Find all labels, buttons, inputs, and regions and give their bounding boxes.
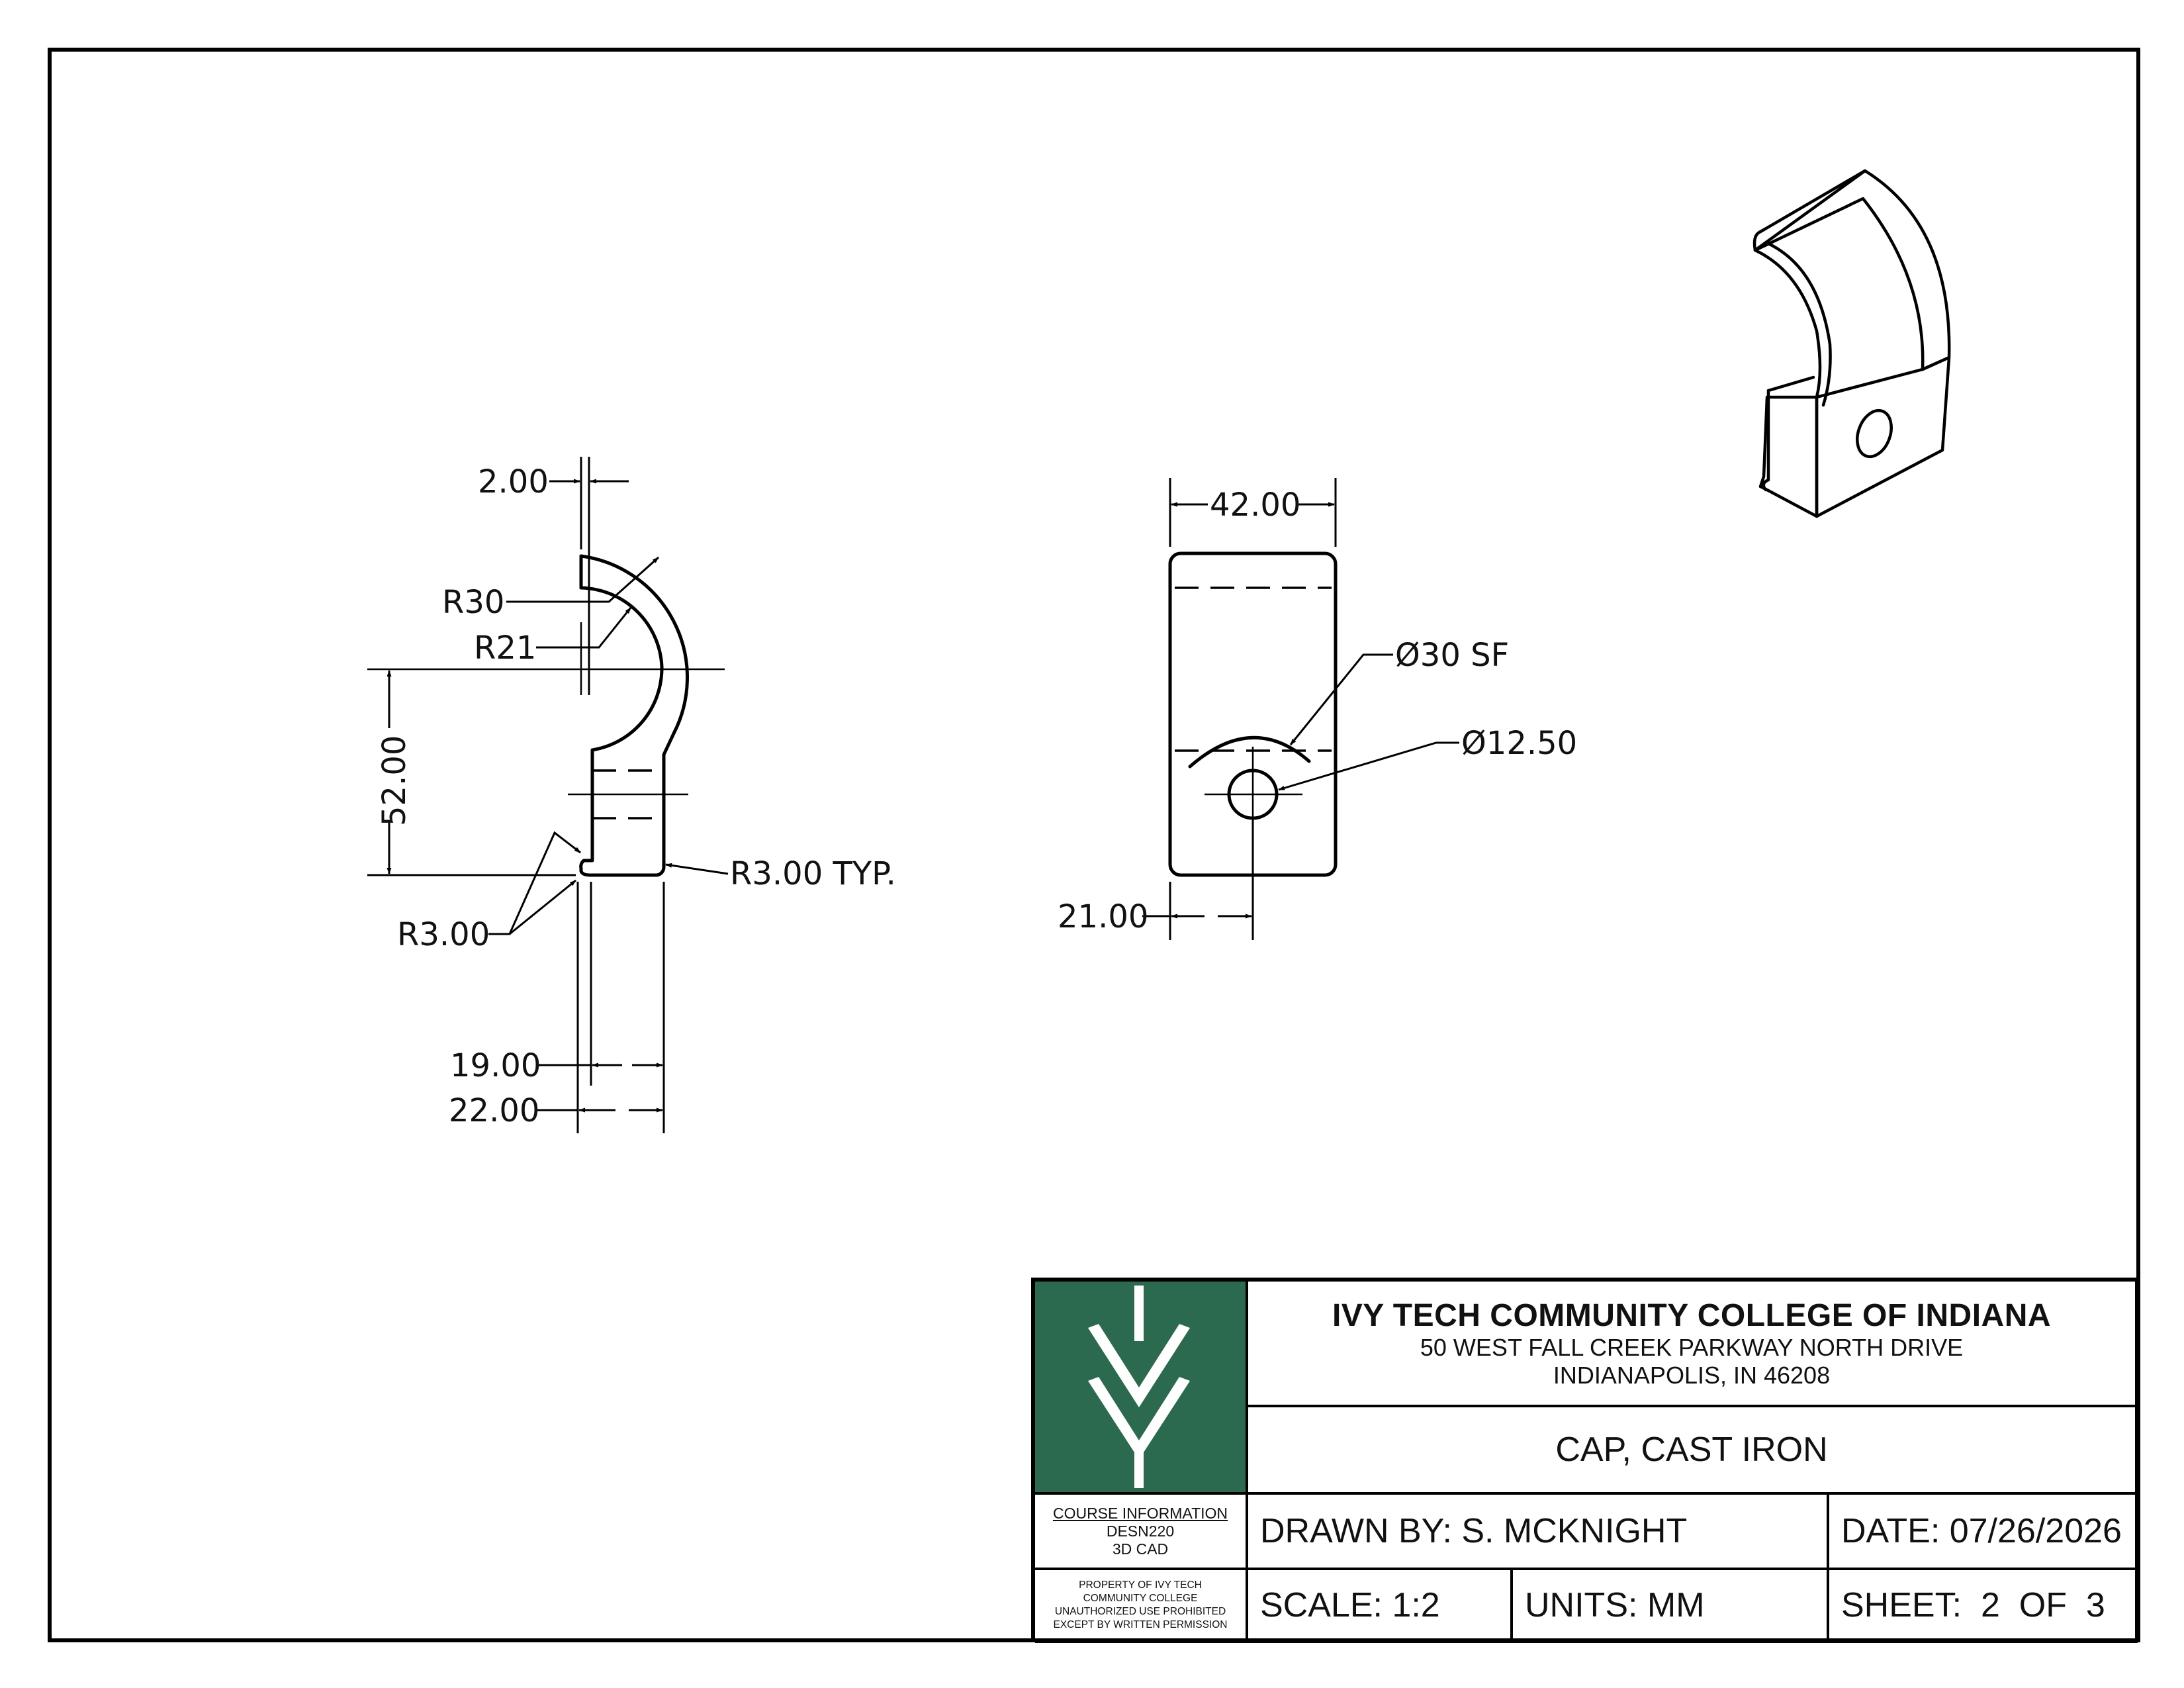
scale: SCALE: 1:2 — [1260, 1586, 1440, 1624]
dim-width: 42.00 — [1210, 487, 1300, 524]
property-line4: EXCEPT BY WRITTEN PERMISSION — [1053, 1619, 1228, 1630]
dim-r3-leader-a — [488, 831, 581, 935]
iso-inner-curve — [1753, 248, 1822, 399]
units: UNITS: MM — [1525, 1586, 1705, 1624]
dim-depth-outer: 22.00 — [449, 1092, 539, 1129]
school-address-line1: 50 WEST FALL CREEK PARKWAY NORTH DRIVE — [1420, 1333, 1964, 1361]
iso-hole — [1856, 408, 1893, 459]
part-title: CAP, CAST IRON — [1555, 1430, 1828, 1469]
front-view: 42.00 Ø30 SF Ø12.50 21.00 — [1058, 478, 1577, 940]
dim-outer-radius: R30 — [442, 584, 504, 621]
part-title-cell: CAP, CAST IRON — [1248, 1407, 2138, 1495]
dim-hole-diameter: Ø12.50 — [1461, 725, 1577, 762]
dim-spot-face-leader — [1289, 653, 1393, 745]
school-name: IVY TECH COMMUNITY COLLEGE OF INDIANA — [1332, 1297, 2052, 1333]
property-line1: PROPERTY OF IVY TECH — [1079, 1579, 1202, 1591]
title-block: IVY TECH COMMUNITY COLLEGE OF INDIANA 50… — [1031, 1278, 2138, 1643]
isometric-view — [1752, 169, 1951, 518]
school-header: IVY TECH COMMUNITY COLLEGE OF INDIANA 50… — [1248, 1282, 2138, 1407]
dim-r21-leader — [536, 607, 632, 649]
course-heading: COURSE INFORMATION — [1052, 1504, 1228, 1522]
iso-top-edge — [1752, 169, 1867, 252]
logo-panel — [1035, 1282, 1248, 1495]
side-view-outline — [579, 554, 689, 877]
dim-inner-radius: R21 — [474, 630, 536, 667]
iso-side-block — [1815, 355, 1951, 518]
dim-center-height: 52.00 — [376, 735, 413, 826]
drawn-by-cell: DRAWN BY: S. MCKNIGHT — [1248, 1495, 1829, 1570]
dim-r3-typ-leader — [665, 863, 729, 875]
iso-inner-curve-2 — [1766, 242, 1832, 407]
dim-r3-leader-b — [509, 879, 576, 935]
drawn-by: DRAWN BY: S. MCKNIGHT — [1260, 1512, 1688, 1550]
date: DATE: 07/26/2026 — [1841, 1512, 2122, 1550]
course-info-cell: COURSE INFORMATION DESN220 3D CAD — [1035, 1495, 1248, 1570]
school-address-line2: INDIANAPOLIS, IN 46208 — [1553, 1361, 1831, 1389]
iso-left-drop — [1762, 389, 1770, 492]
dim-fillet-radius: R3.00 — [397, 916, 490, 953]
date-cell: DATE: 07/26/2026 — [1829, 1495, 2138, 1570]
ivy-tech-logo-icon — [1088, 1286, 1190, 1488]
sheet-cell: SHEET: 2 OF 3 — [1829, 1570, 2138, 1643]
dim-depth-inner: 19.00 — [450, 1047, 541, 1084]
units-cell: UNITS: MM — [1513, 1570, 1829, 1643]
property-line2: COMMUNITY COLLEGE — [1083, 1593, 1198, 1604]
dim-spot-face: Ø30 SF — [1395, 637, 1509, 674]
iso-bottom-edge — [1766, 375, 1815, 393]
dim-wall-thickness: 2.00 — [478, 463, 549, 500]
property-line3: UNAUTHORIZED USE PROHIBITED — [1054, 1606, 1226, 1617]
front-view-spot-face-arc — [1188, 735, 1311, 769]
course-code: DESN220 — [1106, 1522, 1175, 1540]
dim-r30-leader — [506, 556, 659, 603]
dim-hole-offset: 21.00 — [1058, 898, 1148, 935]
property-notice-cell: PROPERTY OF IVY TECH COMMUNITY COLLEGE U… — [1035, 1570, 1248, 1643]
side-view: 2.00 R30 R21 52.00 R3.00 TYP. R3.00 19.0… — [367, 457, 896, 1133]
course-name: 3D CAD — [1112, 1540, 1169, 1558]
dim-hole-leader — [1278, 741, 1459, 791]
dim-corner-radius-typ: R3.00 TYP. — [730, 855, 896, 892]
sheet-number: SHEET: 2 OF 3 — [1841, 1586, 2105, 1624]
scale-cell: SCALE: 1:2 — [1248, 1570, 1513, 1643]
